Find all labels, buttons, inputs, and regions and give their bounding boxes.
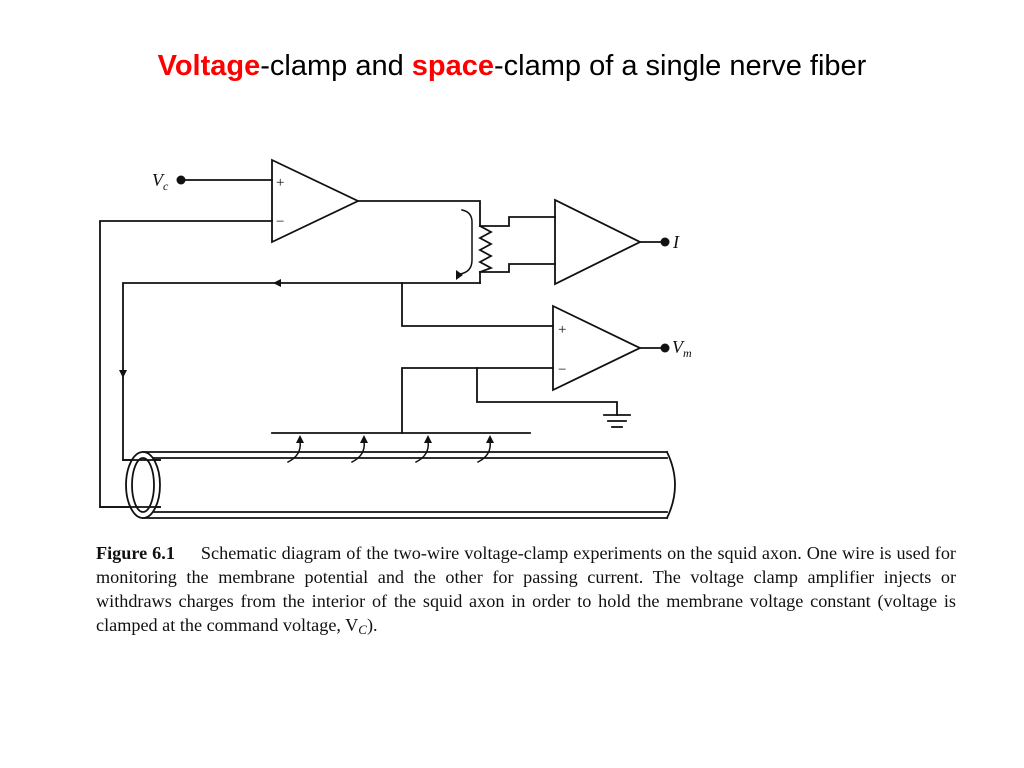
caption-end: ).	[366, 615, 378, 635]
vc-label: Vc	[152, 170, 169, 193]
vm-amp-minus: −	[558, 362, 566, 378]
axon-cylinder	[99, 450, 676, 520]
caption-text: Schematic diagram of the two-wire voltag…	[96, 543, 956, 635]
membrane-arrow-head	[296, 435, 304, 443]
vm-minus-wire	[401, 367, 554, 434]
ground-icon	[603, 414, 631, 428]
current-label: I	[672, 232, 680, 252]
clamp-amplifier	[271, 158, 361, 244]
vc-label-main: V	[152, 170, 165, 190]
membrane-arrow	[476, 440, 491, 464]
membrane-current-arrows	[286, 435, 494, 464]
vc-label-sub: c	[163, 179, 169, 193]
sense-resistor	[478, 224, 494, 274]
clamp-amp-minus: −	[276, 214, 284, 230]
axon-end-inner	[131, 457, 155, 513]
membrane-arrow	[286, 440, 301, 464]
vm-terminal	[660, 343, 670, 353]
caption-subscript: C	[358, 622, 367, 637]
membrane-arrow-head	[360, 435, 368, 443]
figure-label: Figure 6.1	[96, 543, 175, 563]
axon-far-end	[665, 450, 676, 520]
voltage-amplifier	[552, 304, 643, 392]
tap-top	[479, 216, 556, 227]
clamp-amp-plus: +	[276, 175, 284, 191]
vm-label: Vm	[672, 337, 692, 360]
membrane-arrow-head	[424, 435, 432, 443]
vm-label-sub: m	[683, 346, 692, 360]
title-rest: -clamp of a single nerve fiber	[494, 50, 867, 82]
membrane-arrow	[350, 440, 365, 464]
vm-amp-plus: +	[558, 322, 566, 338]
current-terminal	[660, 237, 670, 247]
bracket-arrow	[456, 270, 463, 280]
current-amplifier	[554, 198, 643, 286]
vm-label-main: V	[672, 337, 685, 357]
clamp-output-wire	[357, 200, 481, 227]
title-clamp-and: -clamp and	[260, 50, 412, 82]
title-space: space	[411, 50, 494, 82]
title-voltage: Voltage	[157, 50, 261, 82]
membrane-arrow	[414, 440, 429, 464]
voltage-clamp-schematic: + − Vc I + − Vm	[99, 158, 692, 520]
feedback-wire	[99, 220, 273, 508]
current-down-arrow	[119, 370, 127, 378]
vm-plus-wire	[401, 282, 554, 327]
ground-wire	[476, 367, 618, 416]
slide-title: Voltage-clamp and space-clamp of a singl…	[0, 50, 1024, 83]
resistor-bracket	[459, 209, 473, 275]
current-wire-arrow	[273, 279, 281, 287]
tap-bottom	[479, 263, 556, 273]
membrane-arrow-head	[486, 435, 494, 443]
